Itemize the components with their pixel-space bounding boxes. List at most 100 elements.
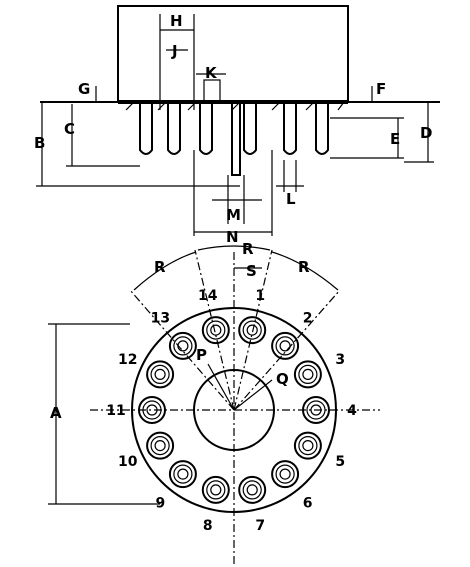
side-view: H J K G F B C E D L [34,5,440,246]
pin-ring [298,436,318,456]
pin-number: 1 [255,288,265,304]
pin-contact [138,396,166,424]
pin-contact [302,396,330,424]
pin-ring [146,404,158,416]
pin-ring [146,360,175,389]
key-tab [203,79,221,103]
pin-ring [154,368,166,380]
pin-contact [271,460,300,489]
pin-contact [201,475,230,504]
dim-label-l: L [286,190,296,208]
pin-ring [271,331,300,360]
pin-profile [283,104,297,155]
socket-outer-circle [131,307,337,513]
pin-number: 12 [118,352,137,368]
pin-number: 7 [255,518,265,534]
pin-ring [238,475,267,504]
dim-label-n: N [226,228,239,246]
pin-ring [246,484,258,496]
center-key [231,104,241,176]
pin-ring [146,431,175,460]
dim-label-e: E [390,130,400,148]
pin-contact [146,360,175,389]
pin-profile [139,104,153,155]
pin-ring [302,368,314,380]
dim-label-q: Q [276,370,289,388]
pin-ring [302,396,330,424]
dim-label-d: D [420,124,432,142]
pin-ring [150,436,170,456]
pin-number: 6 [303,495,313,511]
pin-contact [201,316,230,345]
pin-number: 13 [151,311,170,327]
pin-layer [138,316,330,504]
dim-label-c: C [64,120,75,138]
pin-ring [306,400,326,420]
pin-ring [206,320,226,340]
pin-ring [246,324,258,336]
pin-ring [168,460,197,489]
dim-label-j: J [171,42,178,60]
pin-ring [177,340,189,352]
pin-contact [293,431,322,460]
dim-label-r-center: R [242,240,254,258]
pin-profile [243,104,257,155]
pin-ring [242,480,262,500]
dim-label-p: P [196,346,207,364]
pin-ring [275,336,295,356]
pin-number: 14 [198,288,218,304]
pin-ring [173,336,193,356]
pin-ring [168,331,197,360]
pin-number: 3 [335,352,345,368]
pin-ring [271,460,300,489]
pin-ring [298,364,318,384]
pin-ring [302,440,314,452]
pin-number: 2 [303,311,313,327]
dim-label-f: F [376,80,386,98]
arc-r-left [133,251,197,291]
arc-r-center [197,245,271,251]
pin-ring [275,464,295,484]
pin-ring [210,484,222,496]
side-pins [125,79,345,176]
pin-number: 9 [156,495,166,511]
pin-ring [173,464,193,484]
pin-contact [293,360,322,389]
dim-label-r-left: R [154,258,166,276]
pin-ring [293,431,322,460]
dim-label-k: K [205,64,218,82]
pin-contact [271,331,300,360]
center-hole [193,369,275,451]
pin-ring [242,320,262,340]
pin-number: 5 [335,454,345,470]
pin-ring [138,396,166,424]
pin-number: 10 [118,454,138,470]
pin-ring [210,324,222,336]
pin-contact [238,475,267,504]
arc-r-right [271,251,339,291]
pin-ring [279,340,291,352]
pin-contact [168,460,197,489]
pin-contact [146,431,175,460]
pin-contact [238,316,267,345]
pin-number: 8 [203,518,213,534]
pin-ring [293,360,322,389]
pin-ring [279,468,291,480]
pin-contact [168,331,197,360]
pin-ring [150,364,170,384]
pin-number: 4 [347,403,357,419]
dim-label-g: G [78,80,90,98]
dim-label-a: A [50,404,62,422]
pin-ring [201,316,230,345]
pin-ring [310,404,322,416]
dim-label-b: B [34,134,45,152]
pin-profile [167,104,181,155]
pin-ring [201,475,230,504]
pin-ring [238,316,267,345]
dim-label-h: H [170,12,183,30]
pin-profile [199,104,213,155]
pin-ring [206,480,226,500]
